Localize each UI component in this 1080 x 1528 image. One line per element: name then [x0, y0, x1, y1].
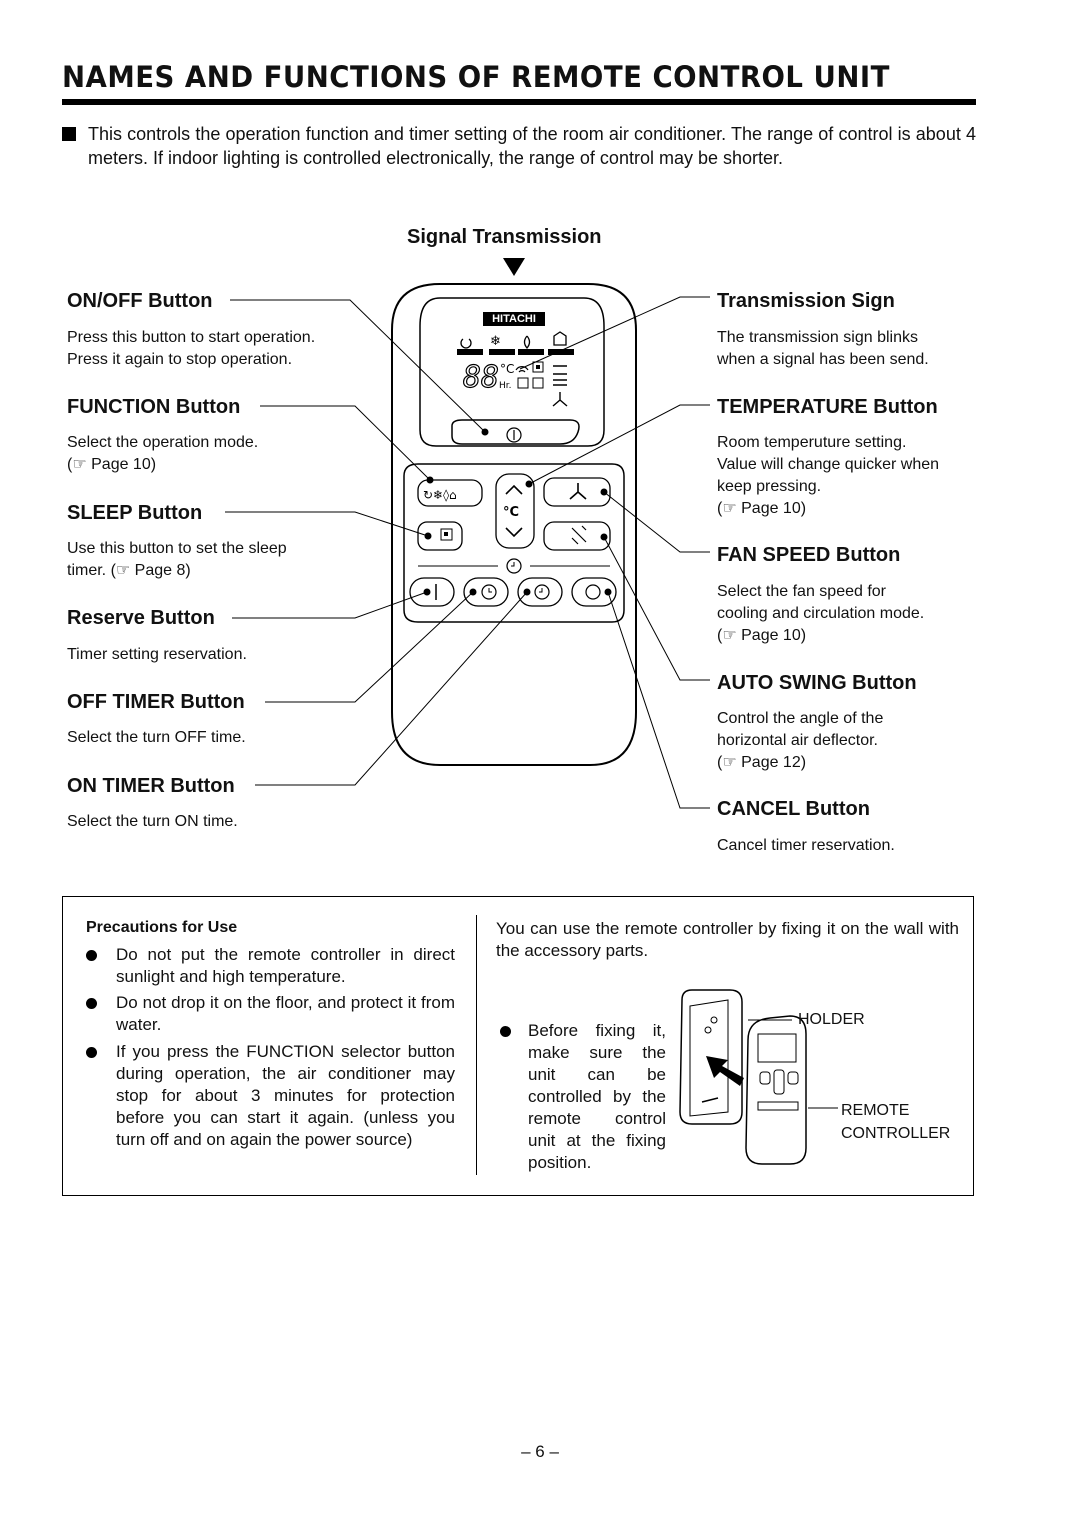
lcd-unit: °C — [500, 362, 514, 376]
title-rule — [62, 99, 976, 105]
onoff-title: ON/OFF Button — [67, 290, 213, 312]
leader-lines-right — [519, 296, 710, 809]
onoff-button-shape — [451, 419, 580, 445]
ontimer-desc: Select the turn ON time. — [67, 813, 238, 830]
autoswing-desc: Control the angle of the horizontal air … — [717, 710, 884, 771]
precaution-item: Do not drop it on the floor, and protect… — [116, 993, 455, 1034]
reserve-desc: Timer setting reservation. — [67, 646, 247, 663]
svg-text:❄: ❄ — [490, 334, 501, 349]
signal-transmission-label: Signal Transmission — [407, 226, 602, 248]
precautions-divider — [476, 915, 477, 1175]
page-title: NAMES AND FUNCTIONS OF REMOTE CONTROL UN… — [62, 60, 890, 94]
controller-label: CONTROLLER — [841, 1125, 951, 1142]
page-number: – 6 – — [521, 1442, 559, 1461]
bullet-icon — [500, 1026, 511, 1037]
offtimer-title: OFF TIMER Button — [67, 691, 245, 713]
onoff-desc: Press this button to start operation. Pr… — [67, 329, 316, 368]
lcd-digits: 88 — [463, 360, 499, 395]
lcd-hr: Hr. — [499, 381, 512, 391]
controller-shape — [745, 1015, 807, 1165]
leader-lines-left — [225, 299, 528, 786]
signal-arrow-icon — [503, 258, 525, 276]
temperature-unit: °C — [503, 505, 519, 520]
holder-illustration — [679, 989, 838, 1165]
remote-diagram: ❄ 88 °C Hr. ↻❄◊⌂ °C — [225, 258, 710, 809]
temperature-desc: Room temperuture setting. Value will cha… — [717, 434, 940, 517]
intro-paragraph: This controls the operation function and… — [88, 124, 976, 168]
holder-label: HOLDER — [798, 1011, 865, 1028]
temperature-title: TEMPERATURE Button — [717, 396, 938, 418]
brand-logo: HITACHI — [492, 313, 536, 325]
mounting-text: You can use the remote controller by fix… — [496, 919, 959, 960]
insert-arrow-icon — [706, 1056, 744, 1086]
fanspeed-desc: Select the fan speed for cooling and cir… — [717, 583, 925, 644]
precaution-item: Do not put the remote controller in dire… — [116, 945, 455, 986]
precaution-item: If you press the FUNCTION selector butto… — [116, 1042, 455, 1149]
bullet-icon — [86, 1047, 97, 1058]
svg-text:↻❄◊⌂: ↻❄◊⌂ — [423, 488, 457, 502]
autoswing-title: AUTO SWING Button — [717, 672, 917, 694]
display-panel — [419, 297, 605, 447]
reserve-title: Reserve Button — [67, 607, 215, 629]
precautions-box — [62, 896, 974, 1196]
precautions-title: Precautions for Use — [86, 919, 238, 936]
function-button-shape — [417, 479, 483, 507]
display-fan-icon — [552, 392, 568, 407]
cancel-desc: Cancel timer reservation. — [717, 837, 895, 854]
reserve-button-shape — [409, 577, 455, 607]
fanspeed-title: FAN SPEED Button — [717, 544, 901, 566]
intro-bullet-icon — [62, 127, 76, 141]
swing-icon — [571, 525, 587, 545]
bullet-icon — [86, 998, 97, 1009]
sleep-desc: Use this button to set the sleep timer. … — [67, 540, 287, 579]
function-desc: Select the operation mode. (☞ Page 10) — [67, 434, 259, 473]
mode-icons: ❄ — [460, 331, 567, 350]
bullet-icon — [86, 950, 97, 961]
autoswing-button-shape — [543, 521, 611, 551]
timer-section-icon — [506, 558, 522, 574]
mounting-bullet: Before fixing it, make sure the unit can… — [528, 1021, 666, 1172]
transmission-sign-icon — [515, 366, 529, 373]
ontimer-title: ON TIMER Button — [67, 775, 235, 797]
offtimer-desc: Select the turn OFF time. — [67, 729, 246, 746]
cancel-title: CANCEL Button — [717, 798, 870, 820]
mode-bars — [457, 349, 574, 355]
transmission-title: Transmission Sign — [717, 290, 895, 312]
function-title: FUNCTION Button — [67, 396, 241, 418]
brand-plate — [483, 312, 545, 326]
remote-label: REMOTE — [841, 1102, 910, 1119]
fan-icon — [569, 483, 587, 500]
sleep-title: SLEEP Button — [67, 502, 203, 524]
offtimer-button-shape — [463, 577, 509, 607]
cancel-button-shape — [571, 577, 617, 607]
temperature-button-shape — [495, 473, 535, 549]
transmission-desc: The transmission sign blinks when a sign… — [717, 329, 929, 368]
